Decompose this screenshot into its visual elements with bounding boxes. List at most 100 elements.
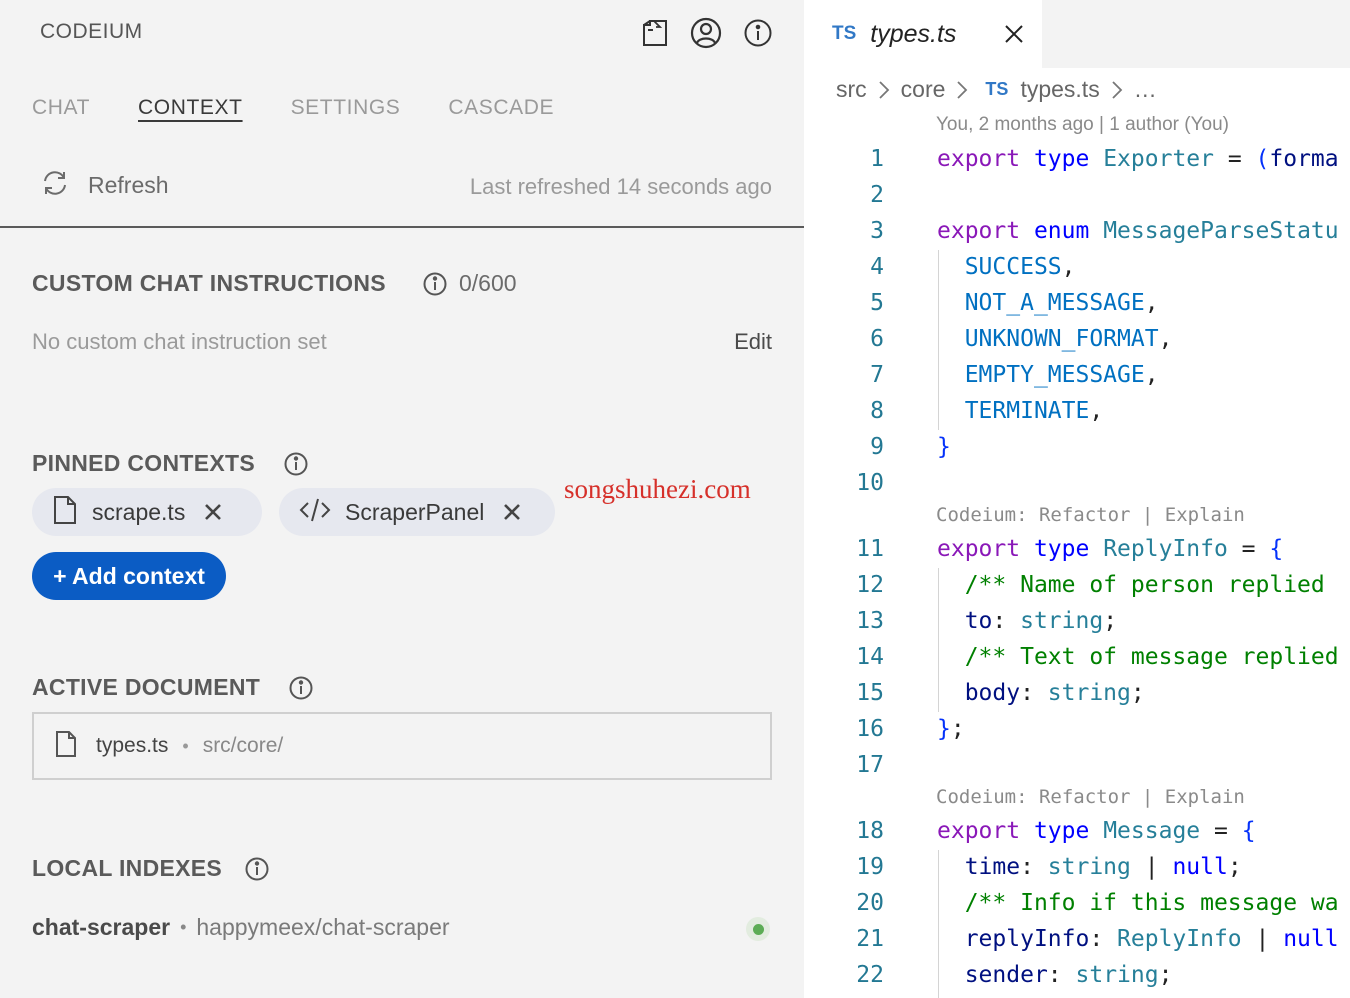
code-line: UNKNOWN_FORMAT, <box>937 326 1173 352</box>
token: , <box>1089 398 1104 424</box>
token: : <box>1020 680 1048 706</box>
user-circle-icon[interactable] <box>689 16 723 50</box>
file-export-icon[interactable] <box>638 16 672 50</box>
code-line: export type Message = { <box>937 818 1256 844</box>
close-icon[interactable] <box>498 498 526 526</box>
codelens-actions[interactable]: Codeium: Refactor | Explain <box>936 786 1245 808</box>
token: : <box>1047 962 1076 988</box>
index-name: chat-scraper <box>32 914 171 940</box>
codelens-actions[interactable]: Codeium: Refactor | Explain <box>936 504 1245 526</box>
breadcrumb-more[interactable]: … <box>1133 76 1157 102</box>
token: ReplyInfo <box>1103 536 1228 562</box>
last-refreshed-text: Last refreshed 14 seconds ago <box>469 174 772 199</box>
breadcrumb-file[interactable]: types.ts <box>1020 76 1100 102</box>
code-line: NOT_A_MESSAGE, <box>937 290 1159 316</box>
git-blame-annotation[interactable]: You, 2 months ago | 1 author (You) <box>936 114 1229 135</box>
indent-guide <box>938 568 939 712</box>
breadcrumb-core[interactable]: core <box>900 76 946 102</box>
code-line: replyInfo: ReplyInfo | null <box>937 926 1339 952</box>
line-number: 1 <box>870 146 884 172</box>
tab-chat[interactable]: CHAT <box>32 96 91 119</box>
add-context-button[interactable]: + Add context <box>32 552 226 600</box>
info-icon[interactable] <box>244 856 270 882</box>
active-document-card[interactable]: types.ts • src/core/ <box>32 712 772 780</box>
code-line: export type Exporter = (forma <box>937 146 1339 172</box>
line-number: 21 <box>856 926 884 952</box>
codeium-panel: CODEIUM CHAT CONTEXT SETTINGS CASCADE Re… <box>0 16 804 941</box>
separator-dot: • <box>180 917 187 937</box>
refresh-button[interactable]: Refresh <box>40 168 169 203</box>
no-instructions-text: No custom chat instruction set <box>32 329 327 354</box>
chevron-right-icon <box>951 79 973 101</box>
line-number: 9 <box>870 434 884 460</box>
code-line: /** Info if this message wa <box>937 890 1339 916</box>
line-number: 18 <box>856 818 884 844</box>
chip-label: scrape.ts <box>92 498 186 525</box>
token: /** Text of message replied <box>964 644 1339 670</box>
indent-guide <box>938 850 939 998</box>
info-icon[interactable] <box>288 675 314 701</box>
line-number: 11 <box>856 536 884 562</box>
chevron-right-icon <box>1106 79 1128 101</box>
line-number: 13 <box>856 608 884 634</box>
close-icon[interactable] <box>1000 20 1028 48</box>
token: = <box>1213 146 1256 172</box>
watermark-text: songshuhezi.com <box>564 474 751 504</box>
info-icon[interactable] <box>283 451 309 477</box>
token: enum <box>1033 218 1090 244</box>
line-number: 14 <box>856 644 884 670</box>
breadcrumb-src[interactable]: src <box>836 76 867 102</box>
typescript-icon: TS <box>985 79 1009 99</box>
line-number: 22 <box>856 962 884 988</box>
local-index-item[interactable]: chat-scraper • happymeex/chat-scraper <box>32 914 450 941</box>
pinned-chip-scraperpanel[interactable]: ScraperPanel <box>279 488 555 536</box>
line-number: 16 <box>856 716 884 742</box>
active-document-title: ACTIVE DOCUMENT <box>32 674 261 700</box>
code-line: TERMINATE, <box>937 398 1103 424</box>
tab-context[interactable]: CONTEXT <box>138 96 243 119</box>
breadcrumb: src core TS types.ts … <box>836 76 1157 103</box>
line-number: 15 <box>856 680 884 706</box>
close-icon[interactable] <box>199 498 227 526</box>
tab-bar: CHAT CONTEXT SETTINGS CASCADE <box>32 96 602 120</box>
token: NOT_A_MESSAGE <box>964 290 1145 316</box>
token: export <box>937 146 1021 172</box>
edit-instructions-button[interactable]: Edit <box>734 329 772 354</box>
editor-tab-types[interactable]: TS types.ts <box>804 0 1042 68</box>
editor-tab-bar: TS types.ts <box>804 0 1350 68</box>
info-icon[interactable] <box>422 271 448 297</box>
token: , <box>1144 290 1159 316</box>
token: type <box>1033 536 1090 562</box>
line-number: 6 <box>870 326 884 352</box>
line-number: 3 <box>870 218 884 244</box>
file-icon <box>54 730 78 763</box>
token: string <box>1047 854 1131 880</box>
line-number: 20 <box>856 890 884 916</box>
code-icon <box>299 497 331 528</box>
token: null <box>1172 854 1228 880</box>
token: string <box>1020 608 1104 634</box>
pinned-chip-scrape[interactable]: scrape.ts <box>32 488 262 536</box>
info-icon[interactable] <box>741 16 775 50</box>
separator-dot: • <box>182 735 189 756</box>
token: , <box>1061 254 1076 280</box>
instructions-counter: 0/600 <box>459 270 517 296</box>
line-number: 2 <box>870 182 884 208</box>
token: , <box>1158 326 1173 352</box>
custom-instructions-title: CUSTOM CHAT INSTRUCTIONS <box>32 270 386 296</box>
token: SUCCESS <box>964 254 1062 280</box>
token: , <box>1144 362 1159 388</box>
token: : <box>992 608 1021 634</box>
line-number: 5 <box>870 290 884 316</box>
line-number: 4 <box>870 254 884 280</box>
token: replyInfo <box>964 926 1090 952</box>
token: null <box>1283 926 1339 952</box>
code-line: }; <box>937 716 965 742</box>
tab-settings[interactable]: SETTINGS <box>290 96 401 119</box>
index-repo: happymeex/chat-scraper <box>196 914 450 940</box>
token: type <box>1033 818 1090 844</box>
indent-guide <box>938 250 939 430</box>
token: /** Name of person replied <box>964 572 1325 598</box>
token: } <box>937 434 951 460</box>
tab-cascade[interactable]: CASCADE <box>448 96 555 119</box>
